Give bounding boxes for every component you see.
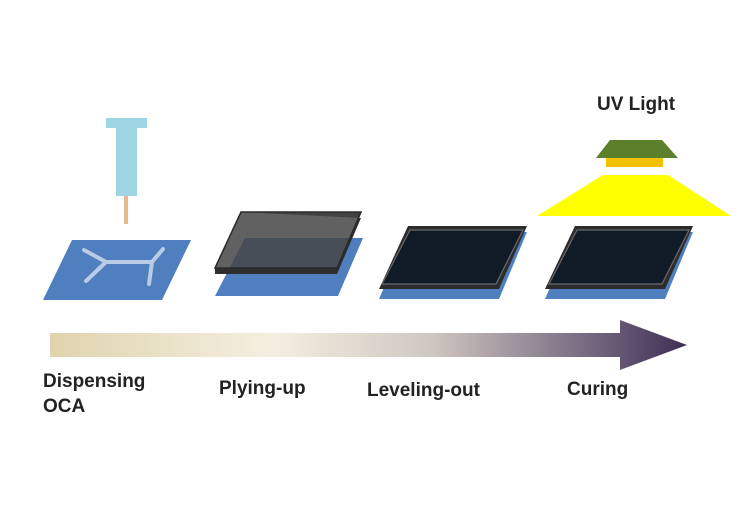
process-arrow <box>50 320 687 370</box>
cover-panel <box>548 229 690 285</box>
uv-light-label: UV Light <box>597 94 676 115</box>
dispensing-step-illustration <box>43 118 191 300</box>
step-label-curing: Curing <box>567 379 629 400</box>
oca-glue-pattern <box>82 247 165 286</box>
uv-light-beam <box>537 175 731 216</box>
substrate-glass <box>43 240 191 300</box>
uv-lamp-filter <box>606 158 663 167</box>
step-label-plying-up: Plying-up <box>219 378 306 399</box>
cover-panel <box>213 211 363 269</box>
step-label-leveling-out: Leveling-out <box>367 380 480 401</box>
dispenser-nozzle-cap <box>106 118 147 128</box>
plying-up-step-illustration <box>213 211 363 296</box>
dispenser-needle <box>124 196 128 224</box>
step-label-line: OCA <box>43 396 86 417</box>
cover-panel <box>381 229 524 285</box>
step-label-dispensing: Dispensing OCA <box>43 369 145 419</box>
curing-step-illustration <box>537 140 731 299</box>
leveling-out-step-illustration <box>379 226 527 299</box>
step-label-line: Dispensing <box>43 371 146 392</box>
dispenser-nozzle-body <box>116 128 137 196</box>
uv-lamp-housing <box>596 140 678 158</box>
